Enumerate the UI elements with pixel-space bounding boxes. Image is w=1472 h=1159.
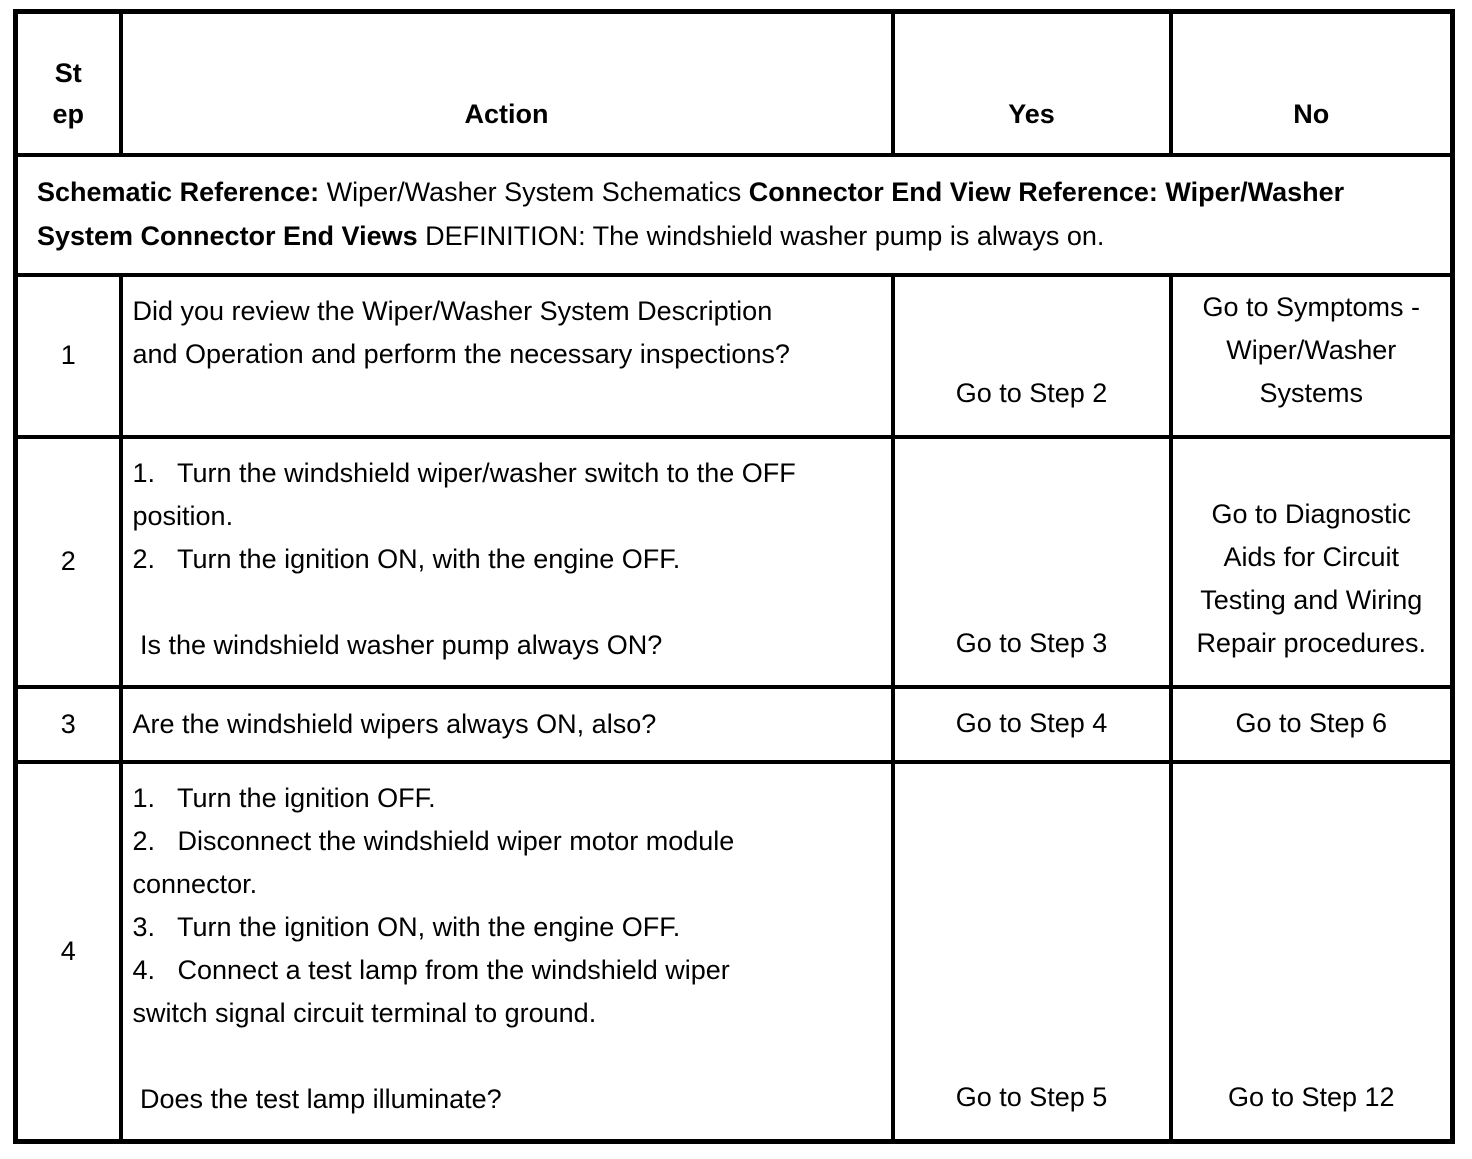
yes-cell: Go to Step 3: [890, 434, 1173, 689]
diagnostic-table: St ep Action Yes No Schematic Reference:…: [13, 9, 1455, 1144]
header-action: Action: [118, 9, 895, 157]
table-row-step-3: 3 Are the windshield wipers always ON, a…: [13, 684, 1455, 764]
yes-cell: Go to Step 5: [890, 759, 1173, 1144]
step-number: 3: [13, 684, 123, 764]
step-number: 2: [13, 434, 123, 689]
no-cell: Go to Symptoms - Wiper/Washer Systems: [1168, 272, 1455, 439]
step-number: 4: [13, 759, 123, 1144]
header-yes: Yes: [890, 9, 1173, 157]
action-cell: Are the windshield wipers always ON, als…: [118, 684, 895, 764]
step-number: 1: [13, 272, 123, 439]
yes-cell: Go to Step 4: [890, 684, 1173, 764]
table-row-step-1: 1 Did you review the Wiper/Washer System…: [13, 272, 1455, 439]
table-row-step-2: 2 1. Turn the windshield wiper/washer sw…: [13, 434, 1455, 689]
header-row: St ep Action Yes No: [13, 9, 1455, 157]
header-no: No: [1168, 9, 1455, 157]
header-step: St ep: [13, 9, 123, 157]
no-cell: Go to Step 12: [1168, 759, 1455, 1144]
action-cell: Did you review the Wiper/Washer System D…: [118, 272, 895, 439]
schematic-reference-note: Schematic Reference: Wiper/Washer System…: [13, 152, 1455, 277]
no-cell: Go to Diagnostic Aids for Circuit Testin…: [1168, 434, 1455, 689]
action-cell: 1. Turn the windshield wiper/washer swit…: [118, 434, 895, 689]
reference-row: Schematic Reference: Wiper/Washer System…: [13, 152, 1455, 277]
no-cell: Go to Step 6: [1168, 684, 1455, 764]
table-row-step-4: 4 1. Turn the ignition OFF. 2. Disconnec…: [13, 759, 1455, 1144]
action-cell: 1. Turn the ignition OFF. 2. Disconnect …: [118, 759, 895, 1144]
yes-cell: Go to Step 2: [890, 272, 1173, 439]
